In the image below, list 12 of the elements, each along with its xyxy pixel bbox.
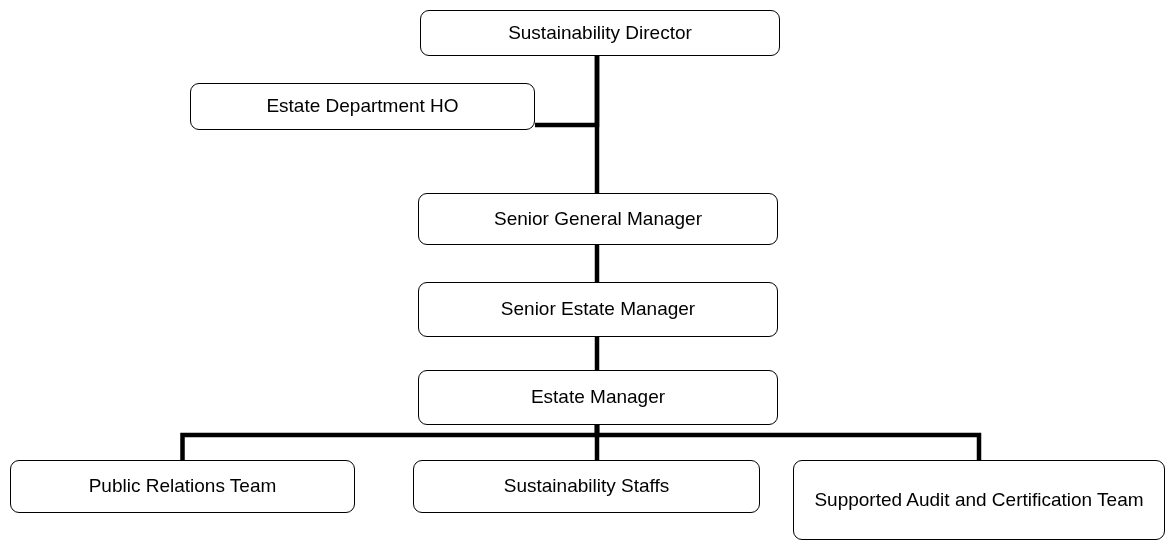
org-box: Senior Estate Manager xyxy=(418,282,778,337)
org-box: Supported Audit and Certification Team xyxy=(793,460,1165,540)
org-box: Sustainability Director xyxy=(420,10,780,56)
org-box: Public Relations Team xyxy=(10,460,355,513)
org-box: Estate Manager xyxy=(418,370,778,425)
org-box: Estate Department HO xyxy=(190,83,535,130)
org-box: Sustainability Staffs xyxy=(413,460,760,513)
connector-line xyxy=(594,56,600,193)
connector-line xyxy=(594,245,600,282)
connector-line xyxy=(594,337,600,370)
org-box: Senior General Manager xyxy=(418,193,778,245)
connector-line xyxy=(594,425,982,460)
